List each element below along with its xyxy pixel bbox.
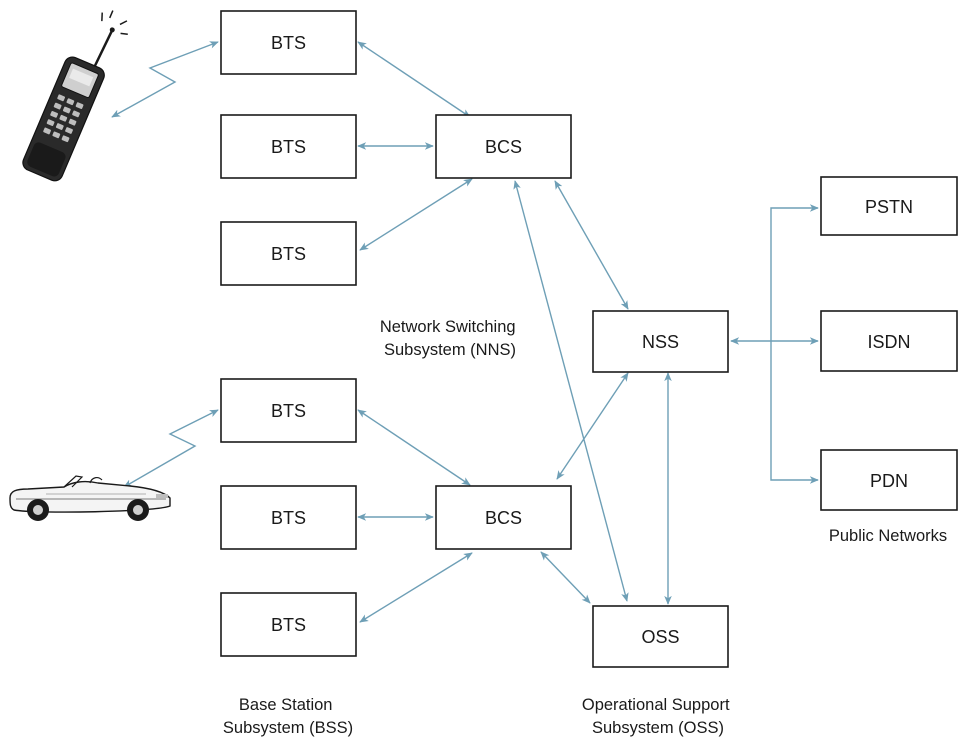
nss-label: NSS: [642, 332, 679, 352]
network-nodes: BTS BTS BTS BCS BTS BTS BTS BCS: [220, 10, 958, 668]
bts-label: BTS: [271, 401, 306, 421]
radio-link-phone: [111, 41, 219, 118]
oss-caption-line: Operational Support: [582, 696, 730, 714]
bss-caption-line: Subsystem (BSS): [223, 719, 353, 737]
bts-label: BTS: [271, 33, 306, 53]
pstn-label: PSTN: [865, 197, 913, 217]
isdn-node: ISDN: [820, 310, 958, 372]
captions: Network Switching Subsystem (NNS) Base S…: [223, 318, 947, 737]
oss-node: OSS: [592, 605, 729, 668]
bts-label: BTS: [271, 244, 306, 264]
nns-caption-line: Subsystem (NNS): [384, 341, 516, 359]
nss-node: NSS: [592, 310, 729, 373]
pstn-node: PSTN: [820, 176, 958, 236]
oss-caption-line: Subsystem (OSS): [592, 719, 724, 737]
nns-caption-line: Network Switching: [380, 318, 516, 336]
isdn-label: ISDN: [867, 332, 910, 352]
oss-label: OSS: [641, 627, 679, 647]
bts-node: BTS: [220, 592, 357, 657]
radio-link-car: [123, 409, 219, 488]
bts-label: BTS: [271, 508, 306, 528]
mobile-phone-icon: [22, 10, 128, 182]
bcs-label: BCS: [485, 137, 522, 157]
bts-node: BTS: [220, 10, 357, 75]
link-bcs-top-nss: [554, 180, 629, 310]
pdn-node: PDN: [820, 449, 958, 511]
link-bts3-bcs-top: [359, 178, 473, 251]
bts-node: BTS: [220, 485, 357, 550]
convertible-car-icon: [9, 475, 171, 521]
link-bcs-bottom-oss: [540, 551, 591, 604]
link-bts6-bcs-bottom: [359, 552, 473, 623]
bts-node: BTS: [220, 114, 357, 179]
link-bus-pdn: [770, 341, 819, 484]
bts-node: BTS: [220, 378, 357, 443]
bcs-node: BCS: [435, 485, 572, 550]
link-bts4-bcs-bottom: [357, 409, 471, 486]
pdn-label: PDN: [870, 471, 908, 491]
bts-label: BTS: [271, 137, 306, 157]
public-networks-caption: Public Networks: [829, 527, 947, 545]
nns-caption: Network Switching Subsystem (NNS): [380, 318, 520, 359]
bss-caption: Base Station Subsystem (BSS): [223, 696, 353, 737]
bcs-node: BCS: [435, 114, 572, 179]
connections: [357, 41, 819, 623]
bts-node: BTS: [220, 221, 357, 286]
radio-links: [111, 41, 219, 488]
bcs-label: BCS: [485, 508, 522, 528]
link-bts1-bcs-top: [357, 41, 471, 118]
bts-label: BTS: [271, 615, 306, 635]
oss-caption: Operational Support Subsystem (OSS): [582, 696, 734, 737]
bss-caption-line: Base Station: [239, 696, 333, 714]
link-bcs-bottom-nss: [556, 372, 629, 480]
link-bus-pstn: [770, 204, 819, 341]
